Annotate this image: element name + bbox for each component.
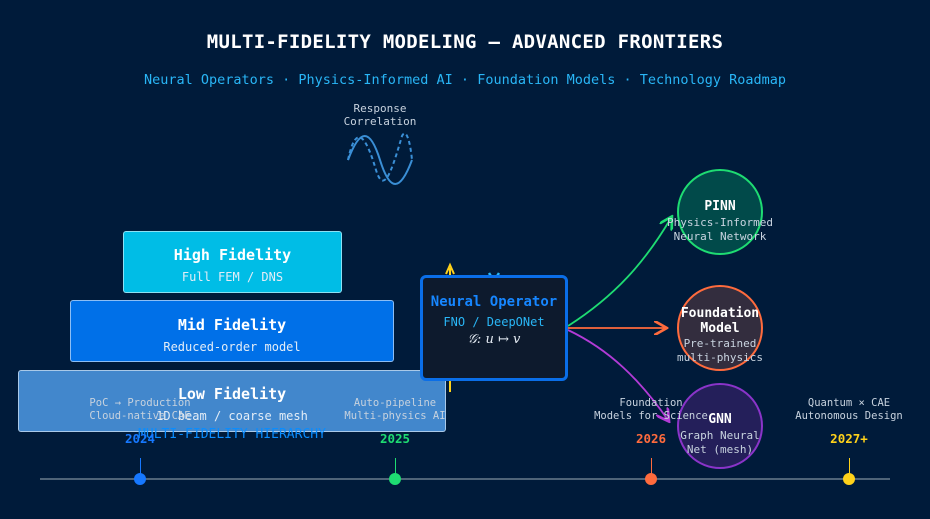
roadmap-2027-tick <box>849 458 850 478</box>
gnn-title: GNN <box>708 412 732 427</box>
pinn-desc2: Neural Network <box>673 230 767 243</box>
hierarchy-label: MULTI-FIDELITY HIERARCHY <box>138 427 326 442</box>
foundation-model-circle <box>677 285 763 371</box>
foundation-model-desc2: multi-physics <box>676 351 764 364</box>
neural-operator-box <box>420 275 568 381</box>
mid-fidelity-desc: Reduced-order model <box>163 340 301 354</box>
mid-fidelity-tier: Mid Fidelity Reduced-order model <box>70 300 394 362</box>
roadmap-2025-year: 2025 <box>379 431 411 446</box>
roadmap-2026-tick <box>651 458 652 478</box>
response-wave-dashed <box>347 132 413 182</box>
page-title: MULTI-FIDELITY MODELING — ADVANCED FRONT… <box>206 31 724 53</box>
gnn-desc2: Net (mesh) <box>686 443 754 456</box>
neural-operator-subtitle: FNO / DeepONet <box>443 315 545 329</box>
pinn-text: PINN Physics-Informed Neural Network <box>647 199 793 244</box>
foundation-model-title2: Model <box>700 321 740 336</box>
neural-operator-title: Neural Operator <box>430 294 558 310</box>
response-wave-solid <box>347 135 413 185</box>
roadmap-2026-line2: Models for Science <box>594 410 708 422</box>
roadmap-2027-line2: Autonomous Design <box>795 410 903 422</box>
timeline-line <box>40 478 890 480</box>
roadmap-2025-dot <box>389 473 401 485</box>
high-fidelity-title: High Fidelity <box>173 246 292 264</box>
high-fidelity-desc: Full FEM / DNS <box>181 270 284 284</box>
roadmap-2025-line1: Auto-pipeline <box>353 397 437 409</box>
roadmap-item-2027: Quantum × CAE Autonomous Design 2027+ <box>769 397 929 446</box>
roadmap-2024-dot <box>134 473 146 485</box>
arrow-to-gnn <box>567 329 668 420</box>
gnn-circle <box>677 383 763 469</box>
gnn-desc1: Graph Neural <box>680 429 760 442</box>
roadmap-2024-line2: Cloud-native CAE <box>89 410 191 422</box>
roadmap-item-2025: Auto-pipeline Multi-physics AI 2025 <box>315 397 475 446</box>
low-fidelity-title: Low Fidelity <box>177 385 287 403</box>
roadmap-2024-year: 2024 <box>124 431 156 446</box>
roadmap-2027-dot <box>843 473 855 485</box>
foundation-model-text: Foundation Model Pre-trained multi-physi… <box>647 306 793 365</box>
roadmap-2024-tick <box>140 458 141 478</box>
low-fidelity-desc: 1D beam / coarse mesh <box>156 409 308 423</box>
response-correlation-label: Response Correlation <box>330 102 430 128</box>
high-fidelity-tier: High Fidelity Full FEM / DNS <box>123 231 342 293</box>
roadmap-2026-year: 2026 <box>635 431 667 446</box>
roadmap-2025-tick <box>395 458 396 478</box>
neural-operator-formula: 𝒢: u ↦ v <box>467 332 521 347</box>
roadmap-2027-year: 2027+ <box>830 431 868 446</box>
roadmap-2027-line1: Quantum × CAE <box>807 397 891 409</box>
roadmap-2026-line1: Foundation <box>619 397 683 409</box>
roadmap-item-2024: PoC → Production Cloud-native CAE 2024 <box>60 397 220 446</box>
roadmap-item-2026: Foundation Models for Science 2026 <box>571 397 731 446</box>
foundation-model-title1: Foundation <box>680 306 760 321</box>
roadmap-2026-dot <box>645 473 657 485</box>
pinn-circle <box>677 169 763 255</box>
foundation-model-desc1: Pre-trained <box>683 337 757 350</box>
pinn-desc1: Physics-Informed <box>667 216 773 229</box>
response-correlation-line2: Correlation <box>343 115 417 128</box>
roadmap-2024-line1: PoC → Production <box>89 397 191 409</box>
mid-fidelity-title: Mid Fidelity <box>177 316 287 334</box>
pinn-title: PINN <box>704 199 736 214</box>
response-correlation-line1: Response <box>353 102 407 115</box>
page-subtitle: Neural Operators · Physics-Informed AI ·… <box>143 72 787 88</box>
roadmap-2025-line2: Multi-physics AI <box>344 410 446 422</box>
arrow-to-pinn <box>567 218 671 327</box>
low-fidelity-tier: Low Fidelity 1D beam / coarse mesh <box>18 370 446 432</box>
gnn-text: GNN Graph Neural Net (mesh) <box>647 412 793 457</box>
